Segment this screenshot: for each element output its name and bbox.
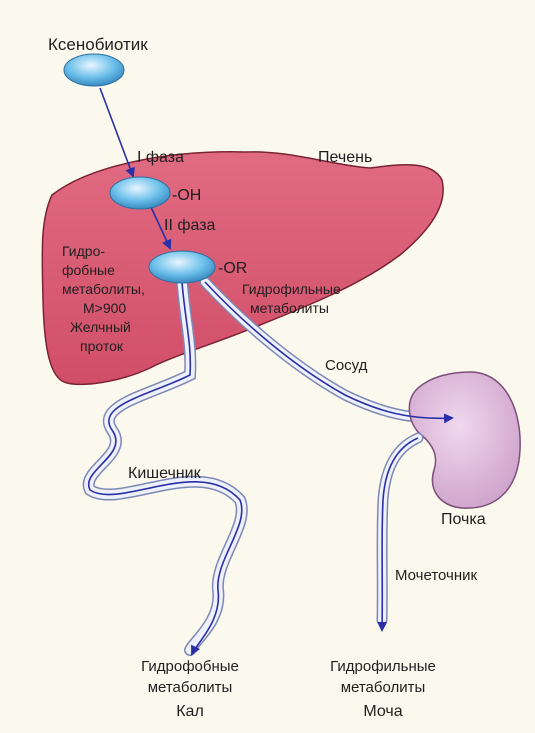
molecule-xenobiotic [64,54,124,86]
svg-text:фобные: фобные [62,262,115,278]
svg-text:метаболиты: метаболиты [341,679,426,696]
molecule-or [149,251,215,283]
label-or: -OR [218,260,247,277]
label-liver: Печень [318,149,372,166]
label-vessel: Сосуд [325,357,368,374]
svg-text:Желчный: Желчный [70,319,131,335]
ureter-tube [382,438,418,620]
label-kidney: Почка [441,511,486,528]
kidney-shape [409,372,520,508]
svg-text:метаболиты: метаболиты [148,679,233,696]
label-output-hydrophobic: Гидрофобные метаболиты Кал [141,658,239,720]
label-phase2: II фаза [164,217,216,234]
label-xenobiotic: Ксенобиотик [48,35,148,54]
molecule-oh [110,177,170,209]
svg-text:Гидрофильные: Гидрофильные [330,658,436,675]
svg-text:Гидрофобные: Гидрофобные [141,658,239,675]
label-intestine: Кишечник [128,465,202,482]
label-urine: Моча [363,703,402,720]
label-ureter: Мочеточник [395,567,478,584]
svg-text:проток: проток [80,338,124,354]
label-oh: -OH [172,187,201,204]
label-output-hydrophilic: Гидрофильные метаболиты Моча [330,658,436,720]
label-phase1: I фаза [137,149,184,166]
arrow-xenobiotic-to-phase1 [100,88,133,176]
label-feces: Кал [176,703,204,720]
svg-text:M>900: M>900 [83,300,126,316]
svg-text:Гидро-: Гидро- [62,243,105,259]
svg-text:Гидрофильные: Гидрофильные [242,281,341,297]
svg-text:метаболиты,: метаболиты, [62,281,145,297]
svg-text:метаболиты: метаболиты [250,300,329,316]
